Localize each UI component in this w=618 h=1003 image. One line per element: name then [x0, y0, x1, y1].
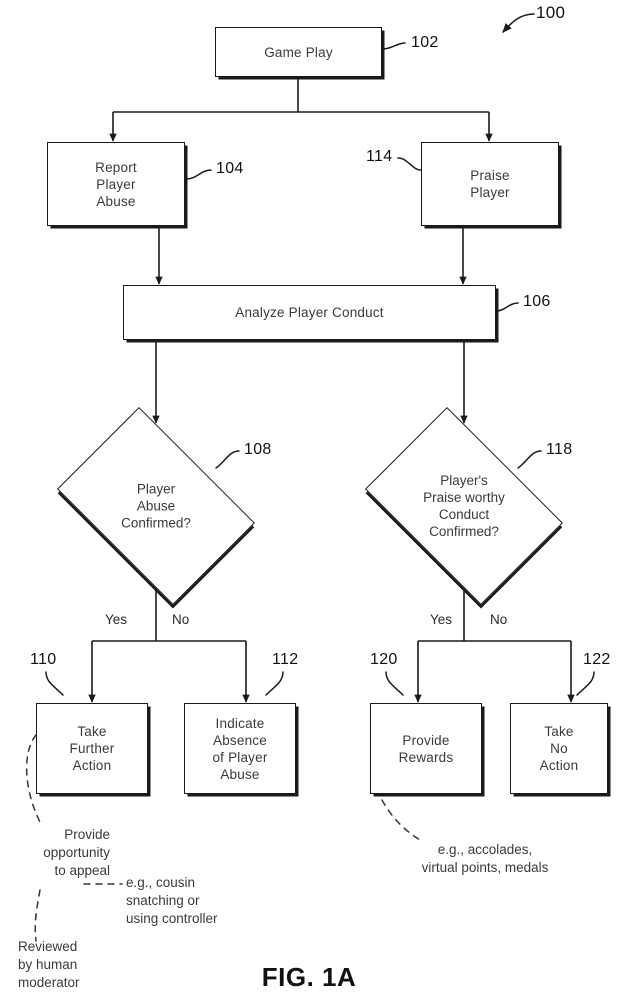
leader-120 — [385, 671, 404, 696]
node-report-player-abuse-label: Report Player Abuse — [95, 159, 137, 209]
leader-104 — [185, 169, 212, 180]
node-game-play-label: Game Play — [264, 44, 333, 60]
node-praise-player[interactable]: Praise Player — [421, 142, 559, 226]
node-praise-worthy-confirmed-label: Player's Praise worthy Conduct Confirmed… — [423, 473, 505, 539]
node-praise-player-label: Praise Player — [470, 168, 510, 200]
annotation-reviewed-by-human: Reviewed by human moderator — [18, 939, 80, 990]
leader-102 — [382, 42, 406, 50]
leader-114 — [397, 157, 422, 171]
ref-numeral-110: 110 — [30, 651, 57, 668]
ref-numeral-106: 106 — [523, 293, 551, 310]
node-take-further-action[interactable]: Take Further Action — [36, 703, 148, 794]
leader-examples-rewards — [381, 799, 421, 841]
annotation-provide-opportunity: Provide opportunity to appeal — [43, 827, 110, 878]
ref-numeral-102: 102 — [411, 34, 439, 51]
node-player-abuse-confirmed-label: Player Abuse Confirmed? — [121, 481, 191, 531]
leader-122 — [576, 671, 595, 696]
node-player-abuse-confirmed[interactable]: Player Abuse Confirmed? — [40, 407, 272, 605]
ref-numeral-114: 114 — [366, 148, 393, 165]
annotation-examples-abuse: e.g., cousin snatching or using controll… — [126, 875, 218, 926]
figure-caption: FIG. 1A — [261, 962, 357, 992]
node-report-player-abuse[interactable]: Report Player Abuse — [47, 142, 185, 226]
ref-numeral-120: 120 — [370, 651, 398, 668]
branch-label-praise-yes: Yes — [430, 612, 453, 627]
leader-106 — [495, 302, 519, 312]
node-game-play[interactable]: Game Play — [215, 27, 382, 77]
node-provide-rewards-label: Provide Rewards — [398, 732, 454, 765]
annotation-examples-rewards: e.g., accolades, virtual points, medals — [421, 842, 549, 875]
node-praise-worthy-confirmed[interactable]: Player's Praise worthy Conduct Confirmed… — [348, 407, 580, 605]
node-analyze-player-conduct-label: Analyze Player Conduct — [235, 305, 384, 320]
node-take-no-action[interactable]: Take No Action — [510, 703, 608, 794]
branch-label-abuse-no: No — [172, 612, 190, 627]
ref-numeral-118: 118 — [546, 441, 573, 458]
node-take-further-action-label: Take Further Action — [69, 724, 115, 773]
node-indicate-absence-label: Indicate Absence of Player Abuse — [212, 715, 268, 782]
ref-numeral-112: 112 — [272, 651, 299, 668]
node-provide-rewards[interactable]: Provide Rewards — [370, 703, 482, 794]
ref-numeral-108: 108 — [244, 441, 272, 458]
node-indicate-absence[interactable]: Indicate Absence of Player Abuse — [184, 703, 296, 794]
branch-label-abuse-yes: Yes — [105, 612, 128, 627]
branch-label-praise-no: No — [490, 612, 508, 627]
ref-numeral-100: 100 — [536, 3, 566, 22]
leader-100 — [502, 13, 535, 33]
node-take-no-action-label: Take No Action — [539, 724, 579, 773]
node-analyze-player-conduct[interactable]: Analyze Player Conduct — [123, 285, 496, 340]
ref-numeral-104: 104 — [216, 160, 244, 177]
leader-112 — [265, 671, 284, 696]
leader-110 — [45, 671, 64, 696]
leader-reviewed-by-human — [34, 889, 41, 942]
ref-numeral-122: 122 — [583, 651, 611, 668]
